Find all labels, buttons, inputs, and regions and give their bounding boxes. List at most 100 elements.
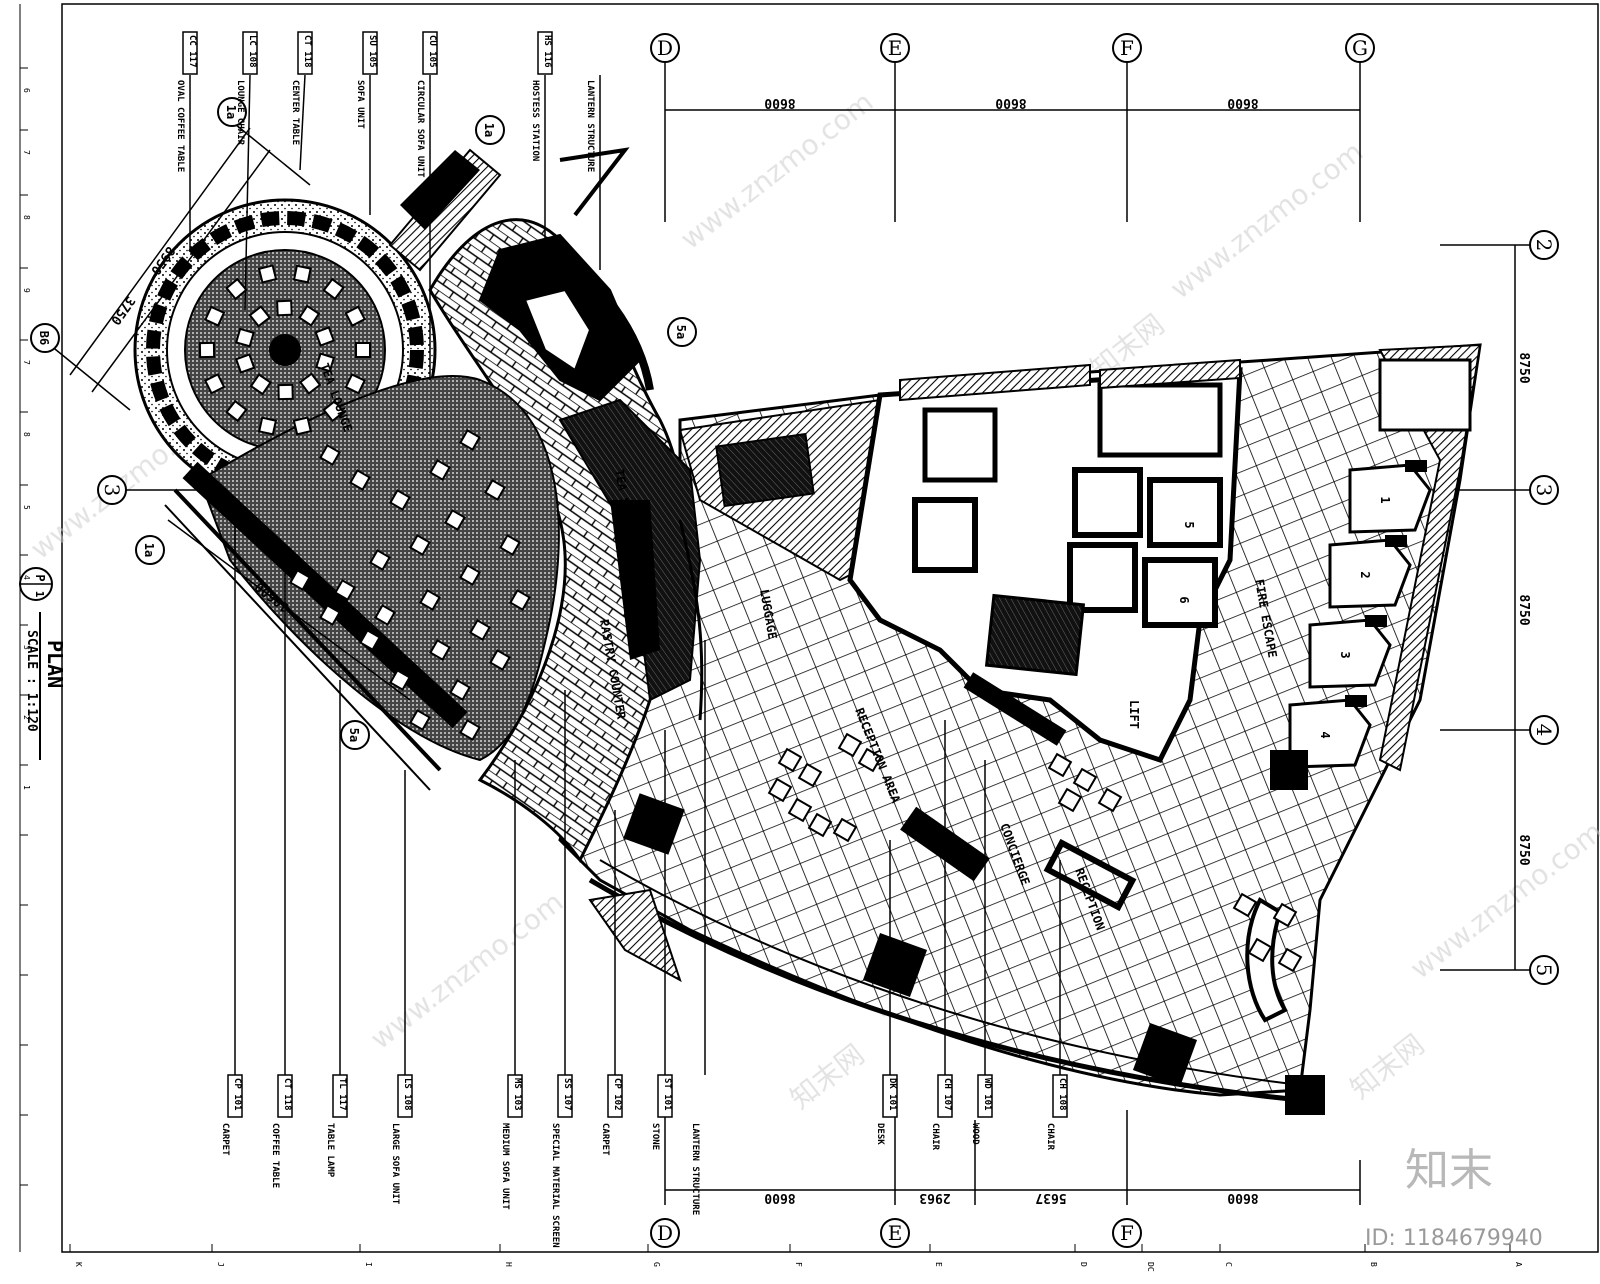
callout-marker-1a: 1a <box>135 535 165 565</box>
top-dimension-text: 8600 <box>995 95 1026 110</box>
tag-code-box <box>297 31 313 75</box>
tag-description: COFFEE TABLE <box>270 1123 280 1188</box>
border-tick-label: F <box>794 1262 803 1267</box>
seat <box>429 459 451 481</box>
pod-column <box>1345 695 1367 707</box>
border-tick-label: K <box>74 1262 83 1267</box>
tag-code-box <box>657 1074 673 1118</box>
grid-bubble-3: 3 <box>1529 475 1559 505</box>
seat <box>334 579 356 601</box>
seat <box>257 264 278 284</box>
grid-bubble-E-bottom: E <box>880 1218 910 1248</box>
pastry-counter <box>610 500 660 660</box>
pod-number: 1 <box>1378 496 1392 503</box>
tag-description: SOFA UNIT <box>355 80 365 129</box>
svg-text:F: F <box>1120 36 1134 60</box>
border-tick-label: E <box>934 1262 943 1267</box>
lift-number-6: 6 <box>1177 596 1191 603</box>
right-dimension-line: 8750 8750 8750 <box>1440 244 1531 971</box>
salon-banquette <box>182 461 468 729</box>
lobby-chair <box>1057 787 1083 813</box>
tag-description: WOOD <box>970 1123 980 1145</box>
hatched-core-wall <box>899 363 1091 402</box>
top-dimension-line: 8600 8600 8600 <box>664 62 1361 222</box>
seat <box>314 326 336 347</box>
seat <box>409 534 431 556</box>
tag-leader <box>244 74 251 311</box>
seat <box>319 444 341 466</box>
grid-bubble-D-top: D <box>650 33 680 63</box>
svg-text:1a: 1a <box>482 123 496 137</box>
seat <box>459 429 481 451</box>
seat <box>292 264 312 284</box>
tag-code-box <box>882 1074 898 1118</box>
lounge-sofa-ring <box>146 211 424 489</box>
tag-code-box <box>607 1074 623 1118</box>
seat <box>359 629 381 651</box>
tag-code: TL 117 <box>337 1078 347 1111</box>
seat <box>198 341 216 359</box>
tag-description: LARGE SOFA UNIT <box>390 1123 400 1205</box>
lobby-chair <box>1272 902 1298 928</box>
grid-bubble-2: 2 <box>1529 230 1559 260</box>
grid-bubble-D-bottom: D <box>650 1218 680 1248</box>
label-lift: LIFT <box>1127 700 1141 729</box>
watermark-text: www.znzmo.com <box>1404 815 1600 986</box>
seat <box>319 604 341 626</box>
tag-code-box <box>977 1074 993 1118</box>
drawing-id: ID: 1184679940 <box>1365 1226 1543 1251</box>
lobby-chair <box>797 762 823 788</box>
service-lift <box>912 497 978 573</box>
seat <box>459 719 481 741</box>
svg-text:5a: 5a <box>347 728 361 742</box>
tag-description: DESK <box>875 1123 885 1145</box>
top-dimension-text: 8600 <box>1227 95 1258 110</box>
border-tick-label: 4 <box>22 575 31 580</box>
tag-code: CH 107 <box>942 1078 952 1111</box>
pod-number: 3 <box>1338 651 1352 658</box>
seat <box>298 372 322 395</box>
pod-column <box>1385 535 1407 547</box>
tag-description: CHAIR <box>930 1123 940 1151</box>
salon-wall <box>173 488 442 772</box>
seat <box>489 649 511 671</box>
tag-description: SPECIAL MATERIAL SCREEN <box>550 1123 560 1248</box>
seat <box>449 679 471 701</box>
left-diag-dimension: 3750 <box>107 293 137 327</box>
border-tick-label: 5 <box>22 505 31 510</box>
lobby-chair <box>777 747 803 773</box>
seat <box>349 469 371 491</box>
lobby-chair <box>787 797 813 823</box>
tag-code-box <box>397 1074 413 1118</box>
callout-marker-b6: B6 <box>30 323 60 353</box>
seat <box>322 277 345 301</box>
lantern-arrow <box>559 147 630 217</box>
border-tick-label: 8 <box>22 215 31 220</box>
callout-marker-1a-top: 1a <box>217 97 247 127</box>
top-dimension-text: 8600 <box>764 95 795 110</box>
lift-number-5: 5 <box>1182 521 1196 528</box>
callout-marker-1a: 1a <box>475 115 505 145</box>
lift-car-5 <box>1147 477 1223 548</box>
seat <box>344 373 366 395</box>
lobby-chair <box>832 817 858 843</box>
svg-text:1a: 1a <box>142 543 156 557</box>
tag-code: CT 118 <box>302 35 312 68</box>
curved-wall-salon <box>542 236 654 391</box>
bottom-dimension-text: 2963 <box>919 1190 950 1205</box>
lift-car-b <box>1067 542 1138 613</box>
seat <box>459 564 481 586</box>
callout-marker-5a: 5a <box>667 317 697 347</box>
lobby-chair <box>767 777 793 803</box>
tag-code: MS 103 <box>512 1078 522 1111</box>
lounge-center-table <box>269 334 301 366</box>
service-core-inner <box>523 288 592 372</box>
pod-outline <box>1328 538 1412 609</box>
tag-code-box <box>277 1074 293 1118</box>
svg-text:3: 3 <box>1532 484 1556 497</box>
callout-marker-5a: 5a <box>340 720 370 750</box>
fire-stair <box>984 593 1086 677</box>
tag-code: LC 108 <box>247 35 257 68</box>
tag-description: CIRCULAR SOFA UNIT <box>415 80 425 178</box>
